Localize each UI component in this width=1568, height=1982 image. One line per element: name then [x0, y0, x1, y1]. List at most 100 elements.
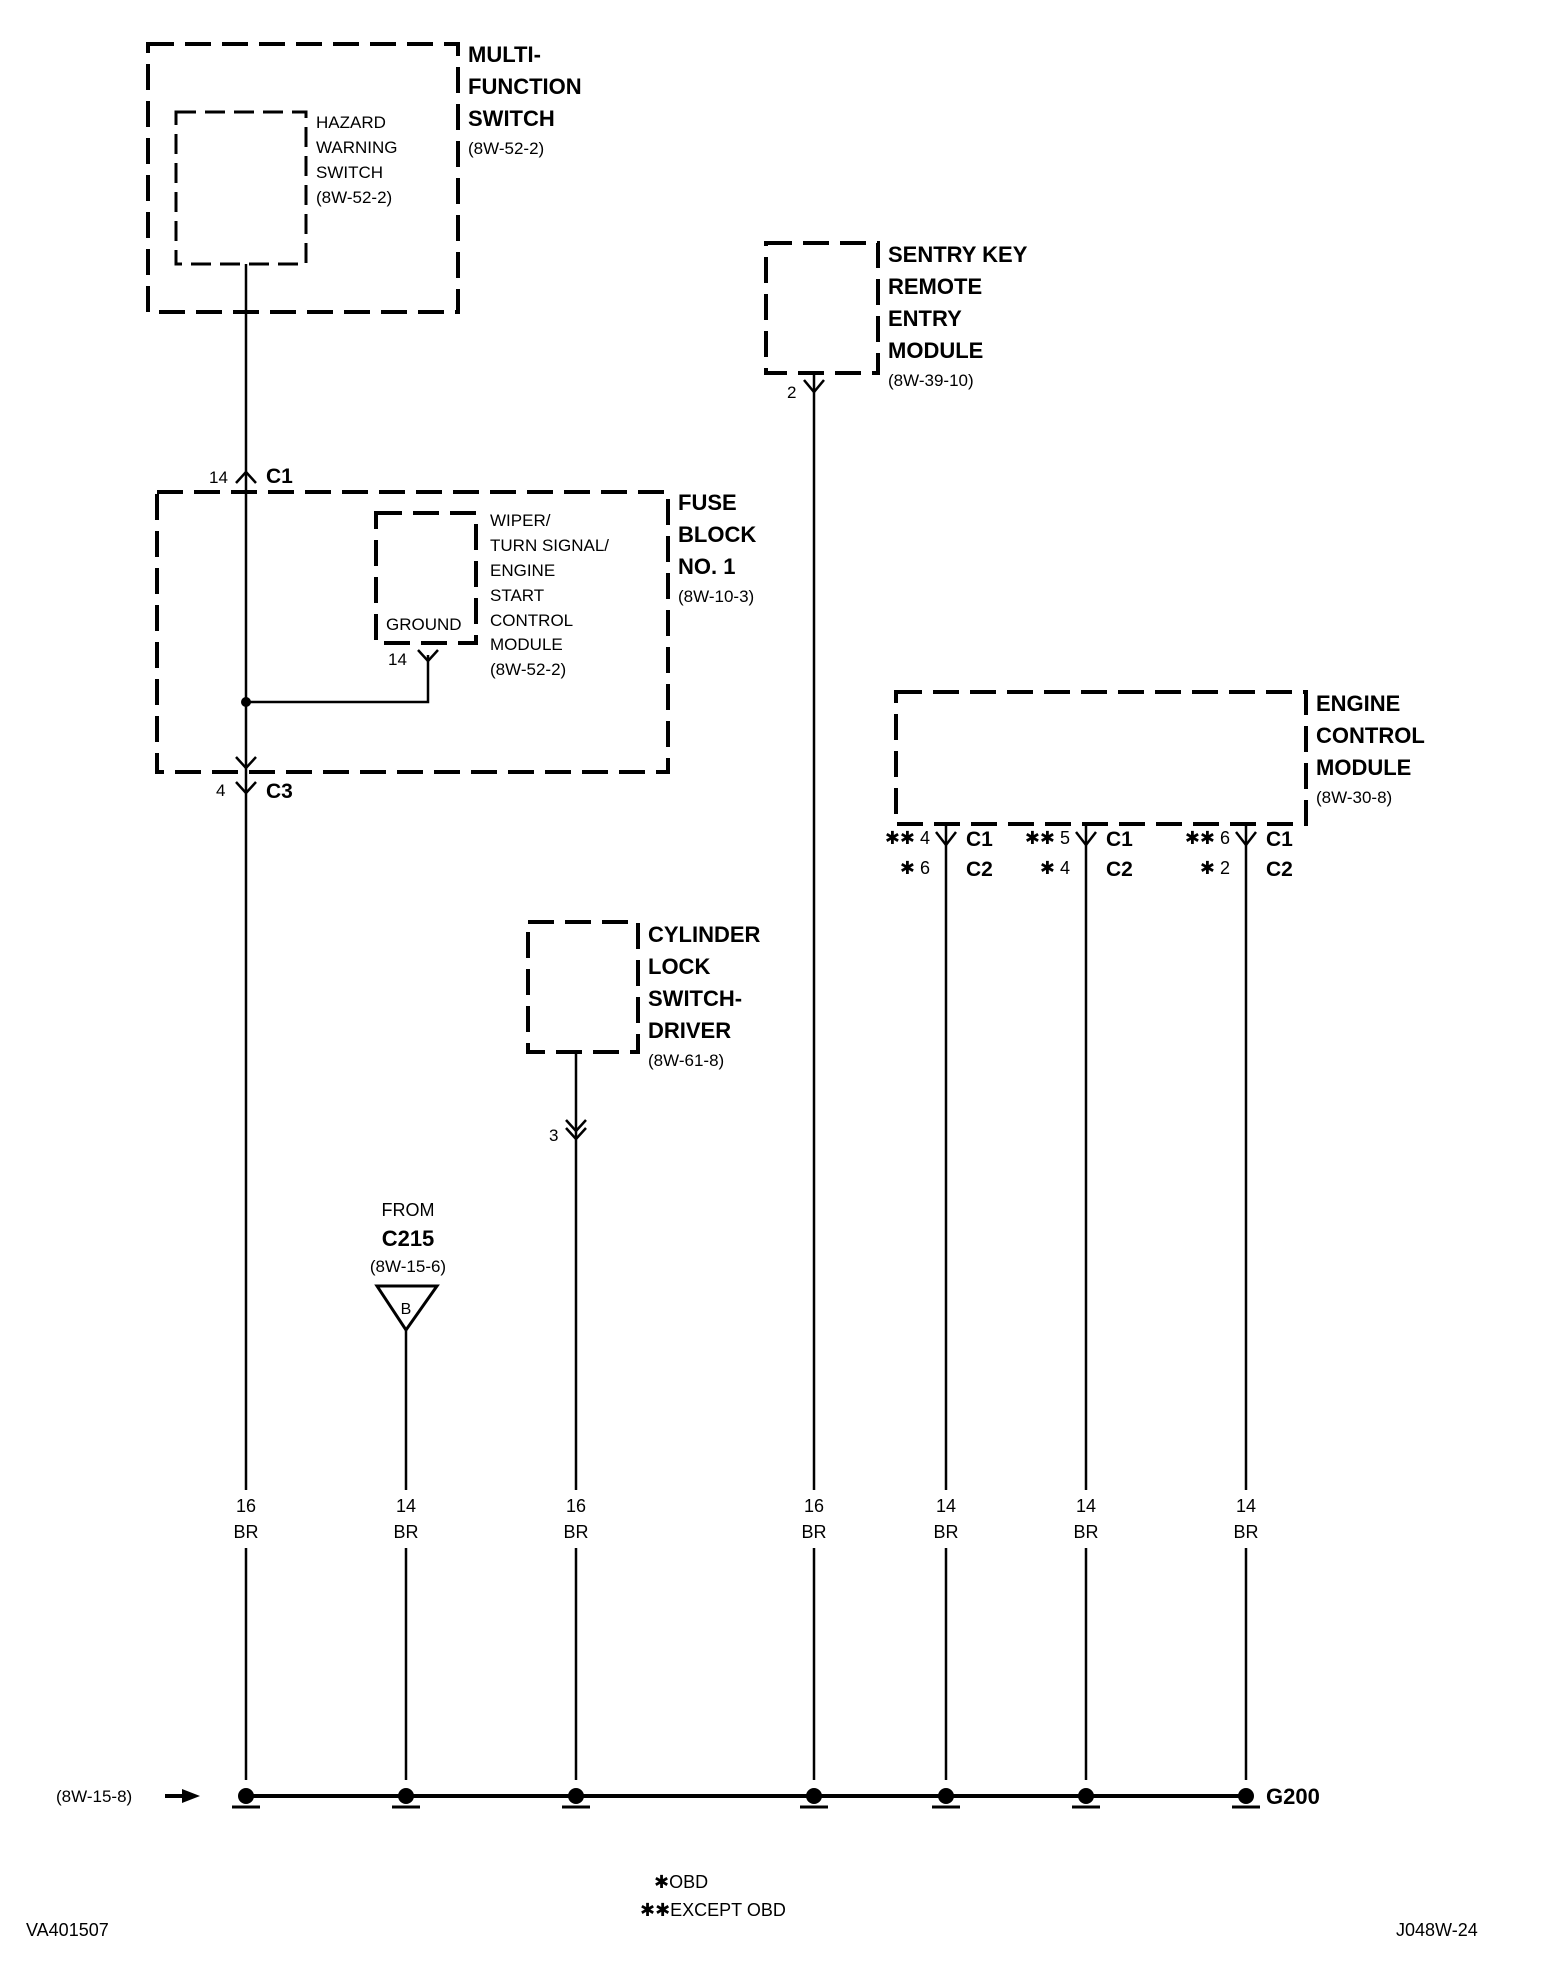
wire-1-color: BR	[233, 1522, 258, 1542]
wiper-module-box	[374, 511, 478, 645]
fuse-block-ref: (8W-10-3)	[678, 587, 754, 606]
engine-control-module-box	[894, 690, 1308, 826]
ecm-conn-1-c2: C2	[966, 858, 993, 881]
wiper-pin: 14	[388, 650, 407, 669]
footer-left-code: VA401507	[26, 1920, 109, 1940]
ecm-conn-1-c1: C1	[966, 828, 993, 851]
connector-wiper-symbol	[417, 649, 439, 663]
sentry-key-name-4: MODULE	[888, 338, 983, 363]
ground-name: G200	[1266, 1784, 1320, 1809]
fuse-block-name-2: BLOCK	[678, 522, 756, 547]
wiper-module-name-4: START	[490, 586, 544, 605]
ground-splice-dot	[806, 1788, 822, 1804]
ground-splice-dot	[238, 1788, 254, 1804]
ground-splice-dot	[938, 1788, 954, 1804]
ecm-name-3: MODULE	[1316, 755, 1411, 780]
footer-right-code: J048W-24	[1396, 1920, 1478, 1940]
wire-6-color: BR	[1073, 1522, 1098, 1542]
ecm-conn-3-row1: ✱✱ 6	[1185, 828, 1230, 848]
ground-splice-dot	[1238, 1788, 1254, 1804]
multifunction-switch-box	[146, 42, 460, 314]
wire-4-gauge: 16	[804, 1496, 824, 1516]
from-c215-letter: B	[401, 1301, 412, 1318]
fuse-block-name-1: FUSE	[678, 490, 737, 515]
ecm-conn-2-c1: C1	[1106, 828, 1133, 851]
cylinder-lock-ref: (8W-61-8)	[648, 1051, 724, 1070]
c3-name: C3	[266, 780, 293, 803]
legend-except-obd: ✱✱EXCEPT OBD	[640, 1900, 786, 1920]
ecm-name-2: CONTROL	[1316, 723, 1425, 748]
wire-wiper-ground	[246, 655, 430, 704]
c3-pin: 4	[216, 781, 225, 800]
hazard-switch-name-1: HAZARD	[316, 113, 386, 132]
from-c215-triangle-icon	[374, 1284, 440, 1333]
wire-6-gauge: 14	[1076, 1496, 1096, 1516]
ground-splices	[232, 1788, 1260, 1809]
wiper-module-ref: (8W-52-2)	[490, 660, 566, 679]
wire-7-color: BR	[1233, 1522, 1258, 1542]
wiper-module-name-6: MODULE	[490, 635, 563, 654]
multifunction-switch-ref: (8W-52-2)	[468, 139, 544, 158]
from-c215-name: C215	[382, 1226, 435, 1251]
cylinder-lock-pin: 3	[549, 1126, 558, 1145]
ground-ref-arrow-icon	[182, 1789, 200, 1803]
cylinder-lock-name-1: CYLINDER	[648, 922, 761, 947]
ground-ref: (8W-15-8)	[56, 1787, 132, 1806]
hazard-warning-switch-box	[174, 110, 308, 266]
wire-2-gauge: 14	[396, 1496, 416, 1516]
sentry-key-name-3: ENTRY	[888, 306, 962, 331]
wire-4-color: BR	[801, 1522, 826, 1542]
wire-1-gauge: 16	[236, 1496, 256, 1516]
sentry-key-name-2: REMOTE	[888, 274, 982, 299]
ecm-conn-2-row2: ✱ 4	[1040, 858, 1070, 878]
splice-dot	[241, 697, 251, 707]
multifunction-switch-name-3: SWITCH	[468, 106, 555, 131]
sentry-key-name-1: SENTRY KEY	[888, 242, 1028, 267]
connector-cylinder-male	[565, 1119, 587, 1133]
cylinder-lock-switch-box	[526, 920, 640, 1054]
connector-sentry-symbol	[803, 379, 825, 394]
ecm-conn-2-row1: ✱✱ 5	[1025, 828, 1070, 848]
wire-7-gauge: 14	[1236, 1496, 1256, 1516]
legend-obd: ✱OBD	[654, 1872, 708, 1892]
sentry-key-module-box	[764, 241, 880, 375]
ground-splice-dot	[398, 1788, 414, 1804]
connector-c3-male	[235, 756, 257, 770]
multifunction-switch-name-1: MULTI-	[468, 42, 541, 67]
hazard-switch-ref: (8W-52-2)	[316, 188, 392, 207]
cylinder-lock-name-3: SWITCH-	[648, 986, 742, 1011]
wire-2-color: BR	[393, 1522, 418, 1542]
ecm-conn-3-row2: ✱ 2	[1200, 858, 1230, 878]
fuse-block-box	[155, 490, 670, 774]
connector-c1-symbol	[235, 470, 257, 484]
ecm-conn-1-row1: ✱✱ 4	[885, 828, 930, 848]
wiper-ground-label: GROUND	[386, 615, 462, 634]
hazard-switch-name-3: SWITCH	[316, 163, 383, 182]
wiper-module-name-1: WIPER/	[490, 511, 551, 530]
sentry-key-ref: (8W-39-10)	[888, 371, 974, 390]
c1-name: C1	[266, 465, 293, 488]
sentry-key-pin: 2	[787, 383, 796, 402]
wire-5-color: BR	[933, 1522, 958, 1542]
wire-3-color: BR	[563, 1522, 588, 1542]
ecm-conn-2-c2: C2	[1106, 858, 1133, 881]
ecm-conn-3-c2: C2	[1266, 858, 1293, 881]
wiper-module-name-5: CONTROL	[490, 611, 573, 630]
ground-splice-dot	[568, 1788, 584, 1804]
wire-labels: 16 BR 14 BR 16 BR 16 BR 14 BR 14 BR 14 B…	[228, 1490, 1264, 1548]
wiper-module-name-3: ENGINE	[490, 561, 555, 580]
connector-cylinder-female	[565, 1127, 587, 1141]
connector-ecm-2-symbol	[1075, 831, 1097, 848]
ecm-name-1: ENGINE	[1316, 691, 1400, 716]
connector-c3-female	[235, 781, 257, 795]
multifunction-switch-name-2: FUNCTION	[468, 74, 582, 99]
fuse-block-name-3: NO. 1	[678, 554, 735, 579]
cylinder-lock-name-4: DRIVER	[648, 1018, 731, 1043]
ecm-conn-1-row2: ✱ 6	[900, 858, 930, 878]
c1-pin: 14	[209, 468, 228, 487]
wiper-module-name-2: TURN SIGNAL/	[490, 536, 609, 555]
ecm-conn-3-c1: C1	[1266, 828, 1293, 851]
from-c215-from: FROM	[382, 1200, 435, 1220]
hazard-switch-name-2: WARNING	[316, 138, 398, 157]
